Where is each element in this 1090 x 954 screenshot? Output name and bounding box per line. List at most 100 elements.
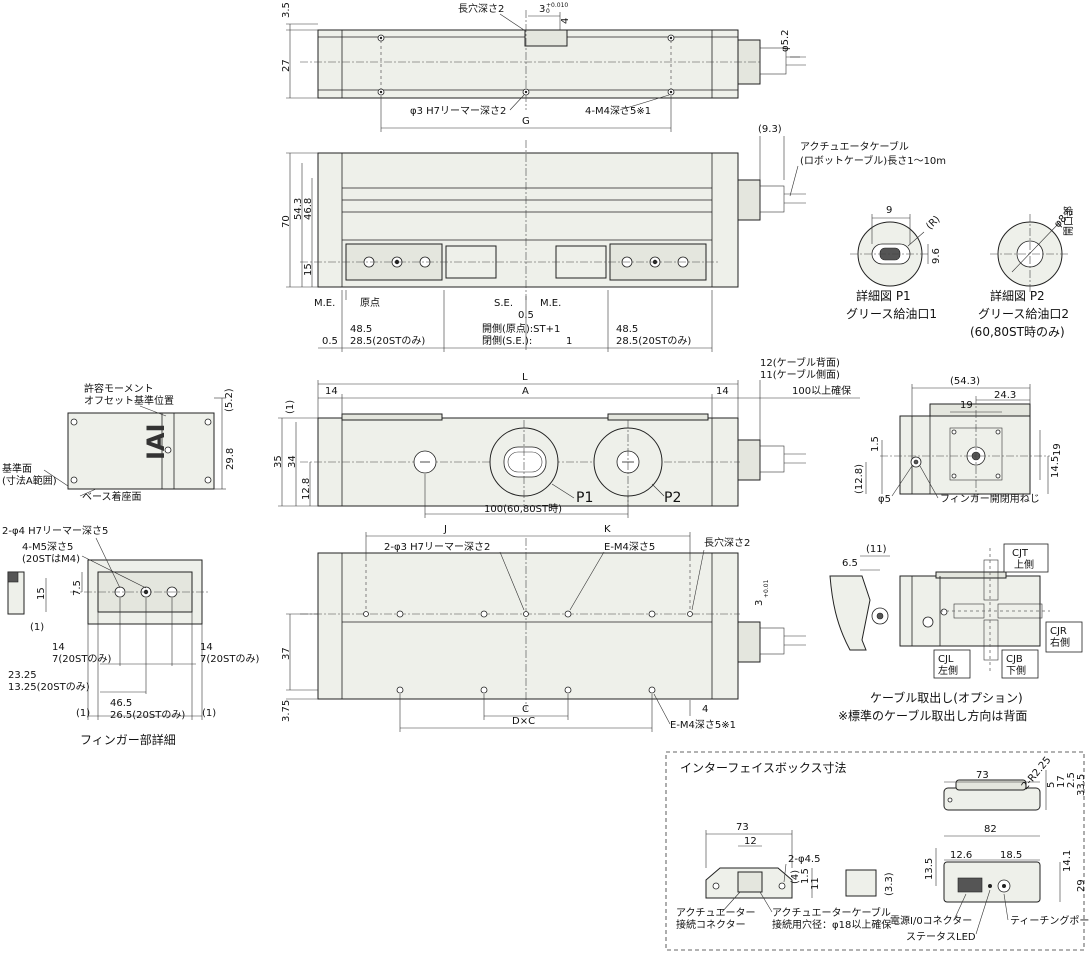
dim-3-5: 3.5 xyxy=(281,2,292,18)
left-end-body xyxy=(67,412,215,490)
origin-label: 原点 xyxy=(360,297,380,309)
fd-dim-14-r: 14 xyxy=(200,642,213,653)
re-dim-19-side: 19 xyxy=(1052,443,1063,456)
dim-27: 27 xyxy=(281,59,292,72)
cjr-2: 右側 xyxy=(1050,636,1070,649)
me-right: M.E. xyxy=(540,298,561,309)
fd-tap-1: 4-M5深さ5 xyxy=(22,541,73,553)
me-left: M.E. xyxy=(314,298,335,309)
cable-label-1: アクチュエータケーブル xyxy=(800,140,909,153)
dim-48-5-left: 48.5 xyxy=(350,324,372,335)
p1-title: 詳細図 P1 xyxy=(856,288,911,303)
bv-dim-3: 3 xyxy=(754,600,765,606)
fd-dim-26-5: 26.5(20STのみ) xyxy=(110,710,185,721)
dim-100-clear: 100以上確保 xyxy=(792,384,851,397)
cable-option: 6.5 (11) CJT 上側 CJR 右側 CJL 左側 CJB 下側 ケーブ… xyxy=(829,543,1083,723)
co-dim-11: (11) xyxy=(866,544,887,555)
fd-dim-7-20-r: 7(20STのみ) xyxy=(200,654,259,665)
dim-L: L xyxy=(522,372,528,383)
re-dim-19-top: 19 xyxy=(960,400,973,411)
fd-dim-1-right: (1) xyxy=(202,708,216,719)
dim-1-front: (1) xyxy=(285,400,296,414)
dim-9-3: (9.3) xyxy=(758,124,782,135)
moment-2: オフセット基準位置 xyxy=(84,394,174,407)
tap-label: 4-M4深さ5※1 xyxy=(585,105,651,117)
fd-dim-15: 15 xyxy=(36,587,47,600)
re-dim-1-5: 1.5 xyxy=(870,436,881,452)
dim-G: G xyxy=(522,116,530,127)
co-note: ※標準のケーブル取出し方向は背面 xyxy=(838,708,1027,723)
ib-dim-1-5: 1.5 xyxy=(800,868,811,884)
fd-dim-7-20: 7(20STのみ) xyxy=(52,654,111,665)
dim-5-2: (5.2) xyxy=(224,388,235,412)
dim-K: K xyxy=(604,524,611,535)
p2-sub: グリース給油口2 xyxy=(978,307,1069,321)
cjr-1: CJR xyxy=(1050,626,1067,637)
bv-tap: E-M4深さ5 xyxy=(604,541,655,553)
side-view: (9.3) アクチュエータケーブル (ロボットケーブル)長さ1～10m 70 5… xyxy=(281,124,946,352)
ib-dim-73-top: 73 xyxy=(976,770,989,781)
bv-dim-4: 4 xyxy=(702,704,708,715)
cjl-1: CJL xyxy=(938,654,954,665)
ib-act-conn-1: アクチュエーター xyxy=(676,907,756,919)
dim-14-left: 14 xyxy=(325,386,338,397)
cjt-box xyxy=(1003,543,1049,573)
dim-100-60: 100(60,80ST時) xyxy=(484,503,562,515)
ib-dim-82: 82 xyxy=(984,824,997,835)
ib-dim-12: 12 xyxy=(744,836,757,847)
slot-tol: +0.010 xyxy=(546,2,568,9)
ib-status-led: ステータスLED xyxy=(906,931,976,943)
re-dim-12-8: (12.8) xyxy=(854,464,865,494)
p1-dim-9: 9 xyxy=(886,205,892,216)
ib-dim-2-phi4-5: 2-φ4.5 xyxy=(788,854,820,865)
slot-depth-label: 長穴深さ2 xyxy=(458,2,504,15)
re-dim-54-3: (54.3) xyxy=(950,376,980,387)
co-dim-6-5: 6.5 xyxy=(842,558,858,569)
p1-dim-9-6: 9.6 xyxy=(931,248,942,264)
p2-title: 詳細図 P2 xyxy=(990,288,1045,303)
fd-dim-1-small: (1) xyxy=(30,622,44,633)
bv-reamer: 2-φ3 H7リーマー深さ2 xyxy=(384,541,490,553)
dim-4: 4 xyxy=(560,18,571,24)
fd-dim-14: 14 xyxy=(52,642,65,653)
dim-15: 15 xyxy=(303,263,314,276)
ib-dim-33-5: 33.5 xyxy=(1076,774,1087,796)
fd-title: フィンガー部詳細 xyxy=(80,732,176,747)
close-se-value: 1 xyxy=(566,336,572,347)
dim-11-cable: 11(ケーブル側面) xyxy=(760,368,840,381)
dim-29-8: 29.8 xyxy=(225,448,236,470)
dim-48-5-right: 48.5 xyxy=(616,324,638,335)
detail-p1: 9 (R) 9.6 詳細図 P1 グリース給油口1 xyxy=(846,205,943,321)
re-dim-14-5: 14.5 xyxy=(1050,456,1061,478)
top-view: 3.5 27 長穴深さ2 3 +0.010 0 4 φ5.2 φ3 H7リーマー… xyxy=(281,2,806,132)
p2-note: (60,80ST時のみ) xyxy=(970,325,1065,339)
dim-54-3: 54.3 xyxy=(293,198,304,220)
ib-dim-29: 29 xyxy=(1076,879,1087,892)
finger-screw-label: フィンガー開閉用ねじ xyxy=(940,493,1040,505)
ib-power-io: 電源I/0コネクター xyxy=(890,914,972,927)
ref-1: 基準面 xyxy=(2,462,32,475)
dim-34: 34 xyxy=(287,455,298,468)
base-label: ベース着座面 xyxy=(82,490,142,503)
cjt-2: 上側 xyxy=(1014,558,1034,571)
reamer-label: φ3 H7リーマー深さ2 xyxy=(410,105,506,117)
bv-dim-3-75: 3.75 xyxy=(281,700,292,722)
dim-70: 70 xyxy=(281,215,292,228)
ib-dim-12-6: 12.6 xyxy=(950,850,972,861)
dim-14-right: 14 xyxy=(716,386,729,397)
dim-12-8: 12.8 xyxy=(301,478,312,500)
ib-dim-18-5: 18.5 xyxy=(1000,850,1022,861)
dim-28-5-right: 28.5(20STのみ) xyxy=(616,336,691,347)
fd-reamer: 2-φ4 H7リーマー深さ5 xyxy=(2,525,108,537)
interface-box: インターフェイスボックス寸法 73 2-R2.25 5 17 2.5 33.5 … xyxy=(665,751,1090,951)
ib-dim-5: 5 xyxy=(1046,782,1057,788)
slot-width: 3 xyxy=(539,4,545,15)
p2-callout: P2 xyxy=(664,490,681,506)
fd-dim-7-5: 7.5 xyxy=(72,580,83,596)
close-se-label: 閉側(S.E.): xyxy=(482,334,532,347)
dim-28-5-left: 28.5(20STのみ) xyxy=(350,336,425,347)
ib-dim-3-3: (3.3) xyxy=(884,872,895,896)
ib-dim-14-1: 14.1 xyxy=(1062,850,1073,872)
bottom-view: J K 長穴深さ2 2-φ3 H7リーマー深さ2 E-M4深さ5 3 +0.01… xyxy=(281,524,806,732)
